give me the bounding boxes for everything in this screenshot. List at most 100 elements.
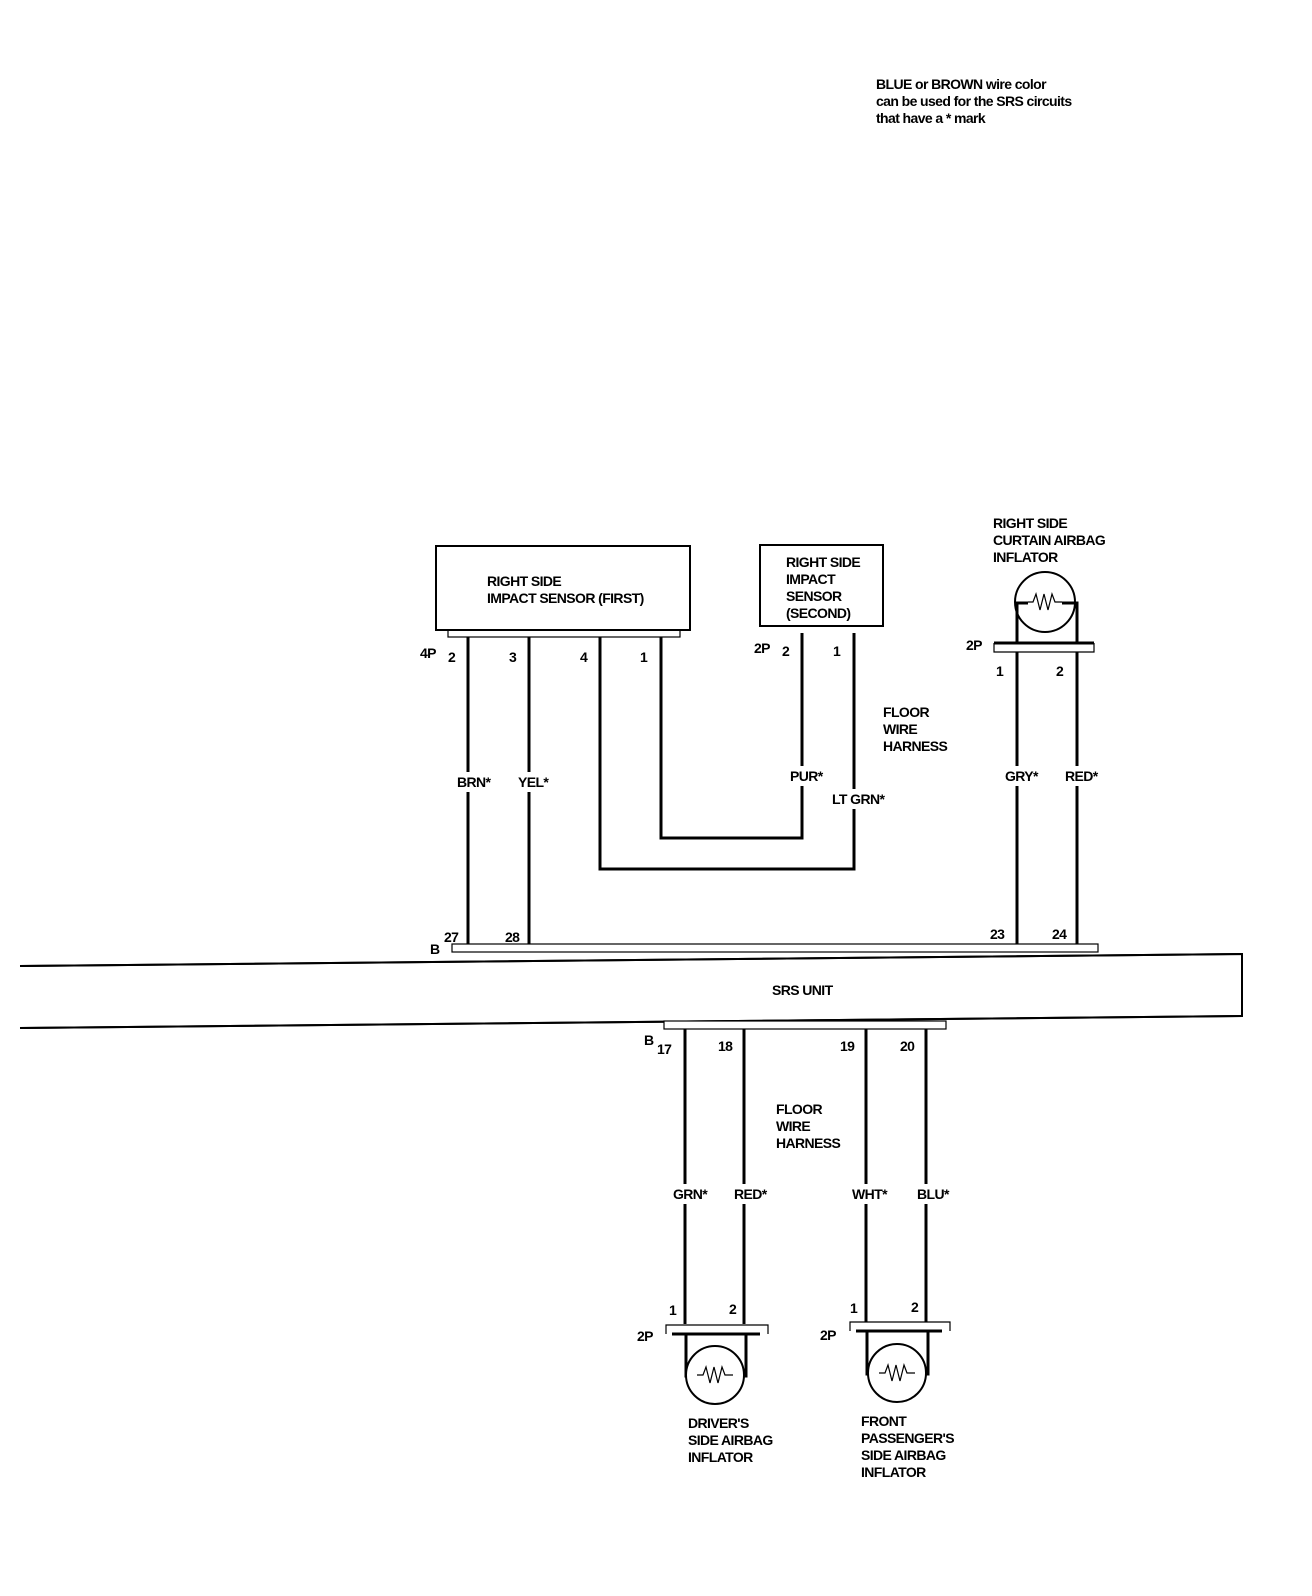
wire-color-brn: BRN*	[457, 774, 492, 790]
impact-sensor-second-box	[759, 544, 884, 627]
connector-2p-sensor-second-label: 2P	[754, 640, 770, 656]
curtain-lead-1	[1015, 601, 1028, 643]
wire-label-bg-blu	[915, 1184, 951, 1204]
srs-unit-label: SRS UNIT	[772, 982, 834, 998]
wire-label-bg-red-curtain	[1063, 766, 1099, 786]
wire-color-gry: GRY*	[1005, 768, 1039, 784]
harness-upper-line-3: HARNESS	[883, 738, 948, 754]
wire-label-bg-pur	[788, 766, 824, 786]
driver-inflator-icon	[685, 1345, 745, 1405]
srs-unit: B 27 28 23 24 SRS UNIT B 17 18 19 20	[19, 926, 1243, 1057]
srs-unit-top-edge	[19, 953, 1243, 967]
srs-pin-28: 28	[505, 929, 520, 945]
sensor-second-pin-2: 2	[782, 643, 790, 659]
harness-upper-line-1: FLOOR	[883, 704, 929, 720]
wire-color-lt-grn: LT GRN*	[832, 791, 885, 807]
wire-color-yel: YEL*	[518, 774, 549, 790]
wire-lt-grn	[598, 633, 856, 871]
impact-sensor-first-label-2: IMPACT SENSOR (FIRST)	[487, 590, 644, 606]
impact-sensor-second-label-4: (SECOND)	[786, 605, 850, 621]
wire-label-bg-brn	[455, 772, 491, 792]
connector-4p-housing	[447, 629, 681, 638]
srs-bottom-connector-label: B	[644, 1032, 654, 1048]
wire-color-grn: GRN*	[673, 1186, 708, 1202]
passenger-inflator-icon	[867, 1343, 927, 1403]
note-line-3: that have a * mark	[876, 110, 986, 126]
curtain-connector-housing	[993, 643, 1095, 653]
lower-wires: GRN* RED* WHT* BLU*	[671, 1029, 951, 1324]
harness-lower-line-1: FLOOR	[776, 1101, 822, 1117]
curtain-resistor-icon	[1028, 591, 1062, 611]
passenger-label-2: PASSENGER'S	[861, 1430, 954, 1446]
note-line-1: BLUE or BROWN wire color	[876, 76, 1047, 92]
impact-sensor-first-label-1: RIGHT SIDE	[487, 573, 561, 589]
driver-side-airbag-inflator: 1 2 2P DRIVER'S SIDE AIRBAG INFLATOR	[637, 1301, 774, 1465]
passenger-side-airbag-inflator: 1 2 2P FRONT PASSENGER'S SIDE AIRBAG INF…	[820, 1299, 955, 1480]
harness-lower-line-2: WIRE	[776, 1118, 810, 1134]
wire-label-bg-gry	[1003, 766, 1039, 786]
curtain-connector-label: 2P	[966, 637, 982, 653]
driver-pin-1: 1	[669, 1302, 677, 1318]
srs-pin-20: 20	[900, 1038, 915, 1054]
curtain-label-2: CURTAIN AIRBAG	[993, 532, 1106, 548]
sensor-first-pin-1: 1	[640, 649, 648, 665]
wire-color-red-driver: RED*	[734, 1186, 768, 1202]
curtain-pin-1: 1	[996, 663, 1004, 679]
driver-label-3: INFLATOR	[688, 1449, 753, 1465]
passenger-pin-2: 2	[911, 1299, 919, 1315]
driver-resistor-icon	[697, 1364, 733, 1384]
sensor-first-pin-2: 2	[448, 649, 456, 665]
curtain-airbag-inflator: RIGHT SIDE CURTAIN AIRBAG INFLATOR 2P 1 …	[966, 515, 1106, 948]
wire-pur	[659, 633, 804, 840]
passenger-label-3: SIDE AIRBAG	[861, 1447, 946, 1463]
passenger-resistor-icon	[879, 1362, 915, 1382]
harness-upper-line-2: WIRE	[883, 721, 917, 737]
sensor-second-pin-1: 1	[833, 643, 841, 659]
curtain-lead-2	[1062, 601, 1079, 643]
driver-label-2: SIDE AIRBAG	[688, 1432, 773, 1448]
srs-pin-24: 24	[1052, 926, 1067, 942]
wire-label-bg-lt-grn	[830, 789, 886, 809]
passenger-label-1: FRONT	[861, 1413, 907, 1429]
wire-label-bg-red-driver	[732, 1184, 768, 1204]
connector-4p-label: 4P	[420, 645, 436, 661]
srs-pin-19: 19	[840, 1038, 855, 1054]
driver-connector-housing	[665, 1324, 769, 1334]
impact-sensor-second: RIGHT SIDE IMPACT SENSOR (SECOND) 2P 2 1	[754, 544, 884, 659]
sensor-first-pin-4: 4	[580, 649, 588, 665]
impact-sensor-second-label-3: SENSOR	[786, 588, 842, 604]
srs-top-connector-housing	[451, 943, 1099, 953]
note-line-2: can be used for the SRS circuits	[876, 93, 1072, 109]
curtain-label-1: RIGHT SIDE	[993, 515, 1067, 531]
wire-label-bg-grn	[671, 1184, 707, 1204]
sensor-first-pin-3: 3	[509, 649, 517, 665]
passenger-pin-1: 1	[850, 1300, 858, 1316]
srs-bottom-connector-housing	[663, 1020, 947, 1030]
driver-connector-label: 2P	[637, 1328, 653, 1344]
floor-wire-harness-upper: FLOOR WIRE HARNESS	[883, 704, 948, 754]
srs-unit-bottom-edge	[19, 1015, 1243, 1029]
srs-top-connector-label: B	[430, 941, 440, 957]
wire-color-wht: WHT*	[852, 1186, 888, 1202]
srs-pin-18: 18	[718, 1038, 733, 1054]
wire-color-note: BLUE or BROWN wire color can be used for…	[876, 76, 1073, 126]
passenger-connector-housing	[849, 1321, 951, 1331]
driver-pin-2: 2	[729, 1301, 737, 1317]
wire-label-bg-wht	[850, 1184, 886, 1204]
srs-pin-23: 23	[990, 926, 1005, 942]
driver-label-1: DRIVER'S	[688, 1415, 749, 1431]
wire-color-pur: PUR*	[790, 768, 824, 784]
upper-wires: BRN* YEL* PUR* LT GRN*	[455, 633, 886, 952]
wire-color-red-curtain: RED*	[1065, 768, 1099, 784]
curtain-label-3: INFLATOR	[993, 549, 1058, 565]
srs-pin-27: 27	[444, 929, 459, 945]
wire-label-bg-yel	[516, 772, 552, 792]
curtain-pin-2: 2	[1056, 663, 1064, 679]
impact-sensor-first: RIGHT SIDE IMPACT SENSOR (FIRST) 4P 2 3 …	[420, 545, 691, 665]
impact-sensor-second-label-2: IMPACT	[786, 571, 836, 587]
wire-color-blu: BLU*	[917, 1186, 950, 1202]
harness-lower-line-3: HARNESS	[776, 1135, 841, 1151]
passenger-connector-label: 2P	[820, 1327, 836, 1343]
impact-sensor-second-label-1: RIGHT SIDE	[786, 554, 860, 570]
